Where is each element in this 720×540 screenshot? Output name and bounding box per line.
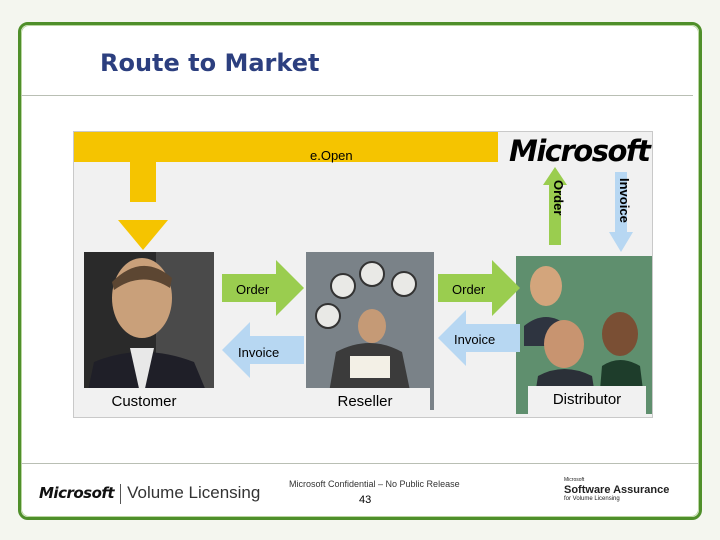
- invoice-down-arrow: [609, 172, 633, 252]
- reseller-label: Reseller: [300, 388, 430, 416]
- footer-volume-licensing: Volume Licensing: [127, 483, 261, 502]
- order-right-arrow-left: [222, 260, 304, 316]
- page-title: Route to Market: [100, 49, 320, 77]
- eopen-arrowhead: [118, 220, 168, 250]
- order-right-arrow-right: [438, 260, 520, 316]
- invoice-vertical-label: Invoice: [617, 178, 632, 223]
- reseller-photo: [306, 252, 434, 410]
- distributor-label: Distributor: [528, 386, 646, 414]
- slide-border: [21, 25, 699, 517]
- route-diagram: e.Open Microsoft Order Invoice: [73, 131, 653, 418]
- page-number: 43: [359, 494, 372, 506]
- volume-licensing-logo: Microsoft Volume Licensing: [39, 483, 260, 504]
- invoice-right-label: Invoice: [454, 332, 496, 347]
- customer-photo: [84, 252, 214, 410]
- order-left-label: Order: [236, 282, 270, 297]
- invoice-left-arrow-right: [438, 310, 520, 366]
- order-right-label: Order: [452, 282, 486, 297]
- title-divider: [21, 95, 693, 96]
- footer-microsoft-wordmark: Microsoft: [39, 484, 115, 502]
- software-assurance-logo: Microsoft Software Assurance for Volume …: [564, 477, 669, 502]
- sa-main-text: Software Assurance: [564, 484, 670, 496]
- order-vertical-label: Order: [551, 180, 566, 216]
- sa-microsoft-small: Microsoft: [564, 477, 585, 483]
- invoice-left-arrow-left: [222, 322, 304, 378]
- footer-divider: [21, 463, 699, 464]
- invoice-left-label: Invoice: [238, 345, 280, 360]
- confidential-notice: Microsoft Confidential – No Public Relea…: [289, 479, 460, 489]
- slide: Route to Market e.Open Microsoft Order I…: [18, 22, 702, 520]
- order-up-arrow: [543, 167, 567, 245]
- microsoft-logo: Microsoft: [509, 134, 651, 168]
- sa-sub-text: for Volume Licensing: [564, 496, 620, 502]
- customer-label: Customer: [74, 388, 214, 416]
- footer-brand-separator: [120, 483, 122, 504]
- eopen-label: e.Open: [310, 148, 353, 163]
- eopen-vertical: [130, 132, 156, 202]
